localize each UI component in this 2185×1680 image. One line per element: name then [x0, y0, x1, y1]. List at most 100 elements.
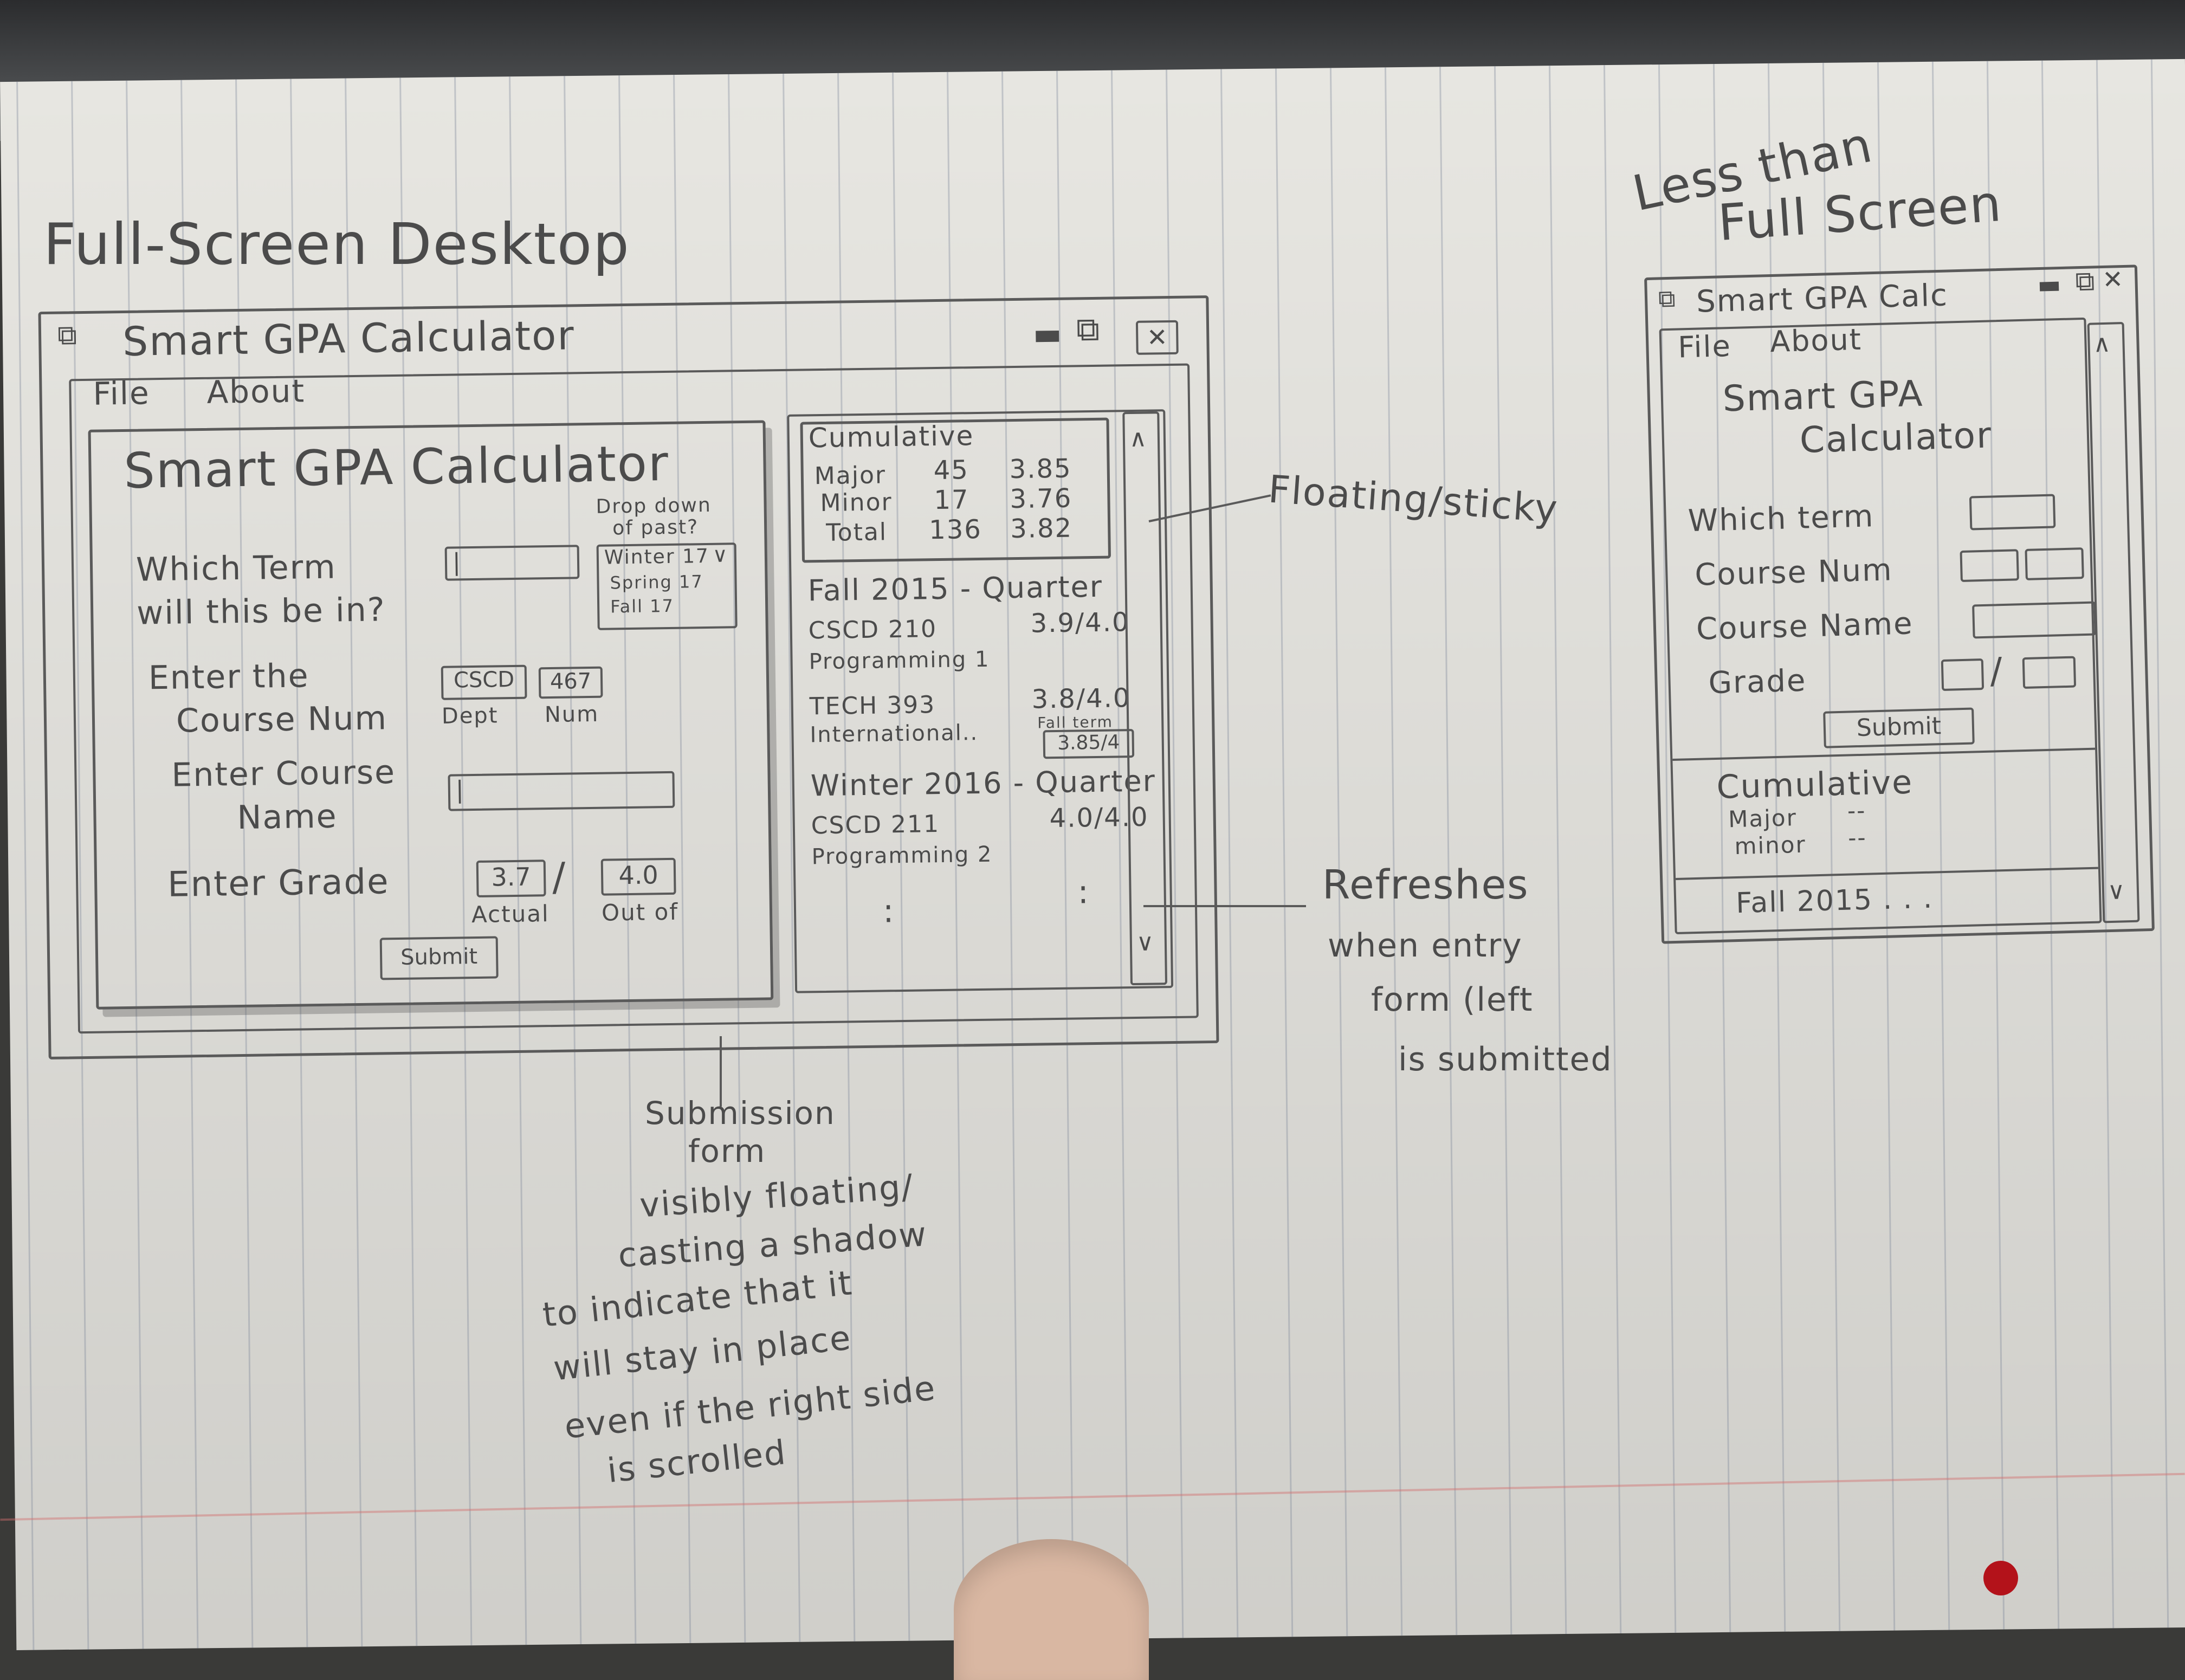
scroll-up-icon[interactable]: ∧ — [1129, 424, 1148, 453]
dropdown-option-1[interactable]: Spring 17 — [610, 571, 703, 593]
full-screen-heading: Full-Screen Desktop — [43, 211, 630, 277]
scrollbar[interactable]: ∧ ∨ — [1122, 411, 1168, 986]
course-name: International.. — [810, 720, 979, 748]
course-name-input[interactable]: | — [448, 771, 675, 811]
num-input[interactable]: 467 — [538, 666, 603, 699]
submission-annotation-2: form — [688, 1133, 766, 1169]
small-major-label: Major — [1728, 804, 1798, 833]
refresh-annotation-3: form (left — [1371, 981, 1534, 1019]
chevron-down-icon[interactable]: ∨ — [712, 542, 729, 567]
small-divider — [1676, 867, 2098, 880]
list-ellipsis: : — [1077, 873, 1090, 912]
small-term-input[interactable] — [1969, 494, 2056, 531]
cumulative-minor-gpa: 3.76 — [1010, 483, 1072, 515]
grade-outof-input[interactable]: 4.0 — [600, 857, 676, 896]
term-gpa-box: 3.85/4 — [1043, 728, 1135, 759]
dropdown-selected[interactable]: Winter 17 — [604, 545, 710, 569]
small-divider — [1672, 747, 2096, 761]
course-code: CSCD 210 — [808, 615, 938, 645]
form-heading: Smart GPA Calculator — [123, 435, 670, 500]
small-grade-label: Grade — [1708, 663, 1807, 701]
small-submit-button[interactable]: Submit — [1823, 707, 1975, 748]
menu-file[interactable]: File — [93, 374, 151, 412]
grade-actual-caption: Actual — [471, 900, 550, 928]
app-icon: ⧉ — [57, 319, 79, 351]
small-cumulative-title: Cumulative — [1716, 763, 1914, 806]
menu-about[interactable]: About — [206, 372, 306, 411]
small-coursenum-label: Course Num — [1694, 552, 1893, 593]
small-scroll-down-icon[interactable]: ∨ — [2107, 877, 2126, 906]
cumulative-major-label: Major — [814, 461, 887, 490]
minimize-icon[interactable]: ▬ — [1032, 316, 1063, 352]
finger — [954, 1539, 1149, 1680]
term-label-1: Which Term — [135, 548, 337, 589]
small-close-icon[interactable]: ✕ — [2102, 264, 2125, 294]
small-grade-outof-input[interactable] — [2022, 656, 2077, 689]
dropdown-option-2[interactable]: Fall 17 — [610, 595, 675, 617]
small-scroll-up-icon[interactable]: ∧ — [2092, 329, 2112, 358]
cumulative-minor-credits: 17 — [934, 484, 969, 516]
course-num-label-1: Enter the — [148, 657, 309, 697]
small-window: ⧉ Smart GPA Calc ▬ ⧉ ✕ File About Smart … — [1644, 264, 2155, 944]
cumulative-title: Cumulative — [808, 420, 974, 454]
course-code: TECH 393 — [809, 691, 936, 721]
cumulative-total-label: Total — [825, 518, 888, 547]
small-dept-input[interactable] — [1960, 549, 2019, 583]
list-ellipsis: : — [882, 892, 895, 931]
term-input[interactable]: | — [444, 545, 580, 581]
dropdown-note-2: of past? — [612, 516, 699, 540]
term-heading-fall-2015: Fall 2015 - Quarter — [807, 569, 1103, 608]
results-panel: Cumulative Major 45 3.85 Minor 17 3.76 T… — [787, 409, 1174, 993]
submission-form-panel: Smart GPA Calculator Which Term will thi… — [88, 420, 774, 1010]
dept-caption: Dept — [441, 703, 499, 729]
term-heading-winter-2016: Winter 2016 - Quarter — [810, 764, 1156, 803]
refresh-annotation-1: Refreshes — [1322, 862, 1529, 908]
small-coursename-input[interactable] — [1972, 601, 2097, 639]
course-num-label-2: Course Num — [176, 699, 388, 740]
course-name-label-1: Enter Course — [171, 753, 396, 794]
submission-annotation-1: Submission — [645, 1095, 836, 1132]
small-minimize-icon[interactable]: ▬ — [2037, 269, 2063, 300]
small-menu-about[interactable]: About — [1769, 322, 1863, 359]
dropdown-note-1: Drop down — [596, 494, 712, 518]
small-major-value: -- — [1847, 797, 1866, 824]
desktop-window: ⧉ Smart GPA Calculator ▬ ⧉ ✕ File About … — [38, 295, 1219, 1060]
cumulative-total-gpa: 3.82 — [1010, 513, 1073, 545]
scroll-down-icon[interactable]: ∨ — [1136, 928, 1155, 957]
close-icon[interactable]: ✕ — [1135, 320, 1179, 355]
cumulative-box: Cumulative Major 45 3.85 Minor 17 3.76 T… — [800, 417, 1111, 563]
cumulative-major-gpa: 3.85 — [1009, 453, 1072, 485]
small-coursename-label: Course Name — [1696, 606, 1914, 647]
course-name-label-2: Name — [237, 797, 338, 837]
small-grade-actual-input[interactable] — [1941, 658, 1984, 692]
small-menu-file[interactable]: File — [1677, 328, 1732, 365]
red-dot — [1983, 1561, 2018, 1595]
course-grade: 3.9/4.0 — [1030, 607, 1130, 639]
small-minor-label: minor — [1734, 831, 1807, 860]
grade-label: Enter Grade — [167, 862, 390, 905]
cumulative-total-credits: 136 — [928, 514, 982, 546]
grade-actual-input[interactable]: 3.7 — [476, 860, 546, 897]
dept-input[interactable]: CSCD — [441, 664, 527, 700]
small-maximize-icon[interactable]: ⧉ — [2074, 265, 2096, 298]
grade-separator: / — [552, 854, 567, 900]
small-term-label: Which term — [1688, 499, 1875, 539]
window-title: Smart GPA Calculator — [122, 312, 576, 365]
refresh-annotation-2: when entry — [1328, 927, 1523, 965]
small-app-icon: ⧉ — [1658, 285, 1677, 313]
small-window-title: Smart GPA Calc — [1696, 277, 1949, 320]
term-label-2: will this be in? — [136, 591, 386, 632]
term-dropdown[interactable]: Winter 17 ∨ Spring 17 Fall 17 — [596, 542, 738, 630]
course-code: CSCD 211 — [811, 810, 940, 840]
small-fall-heading: Fall 2015 . . . — [1735, 882, 1934, 920]
maximize-icon[interactable]: ⧉ — [1076, 310, 1101, 349]
grade-outof-caption: Out of — [601, 898, 679, 926]
small-grade-separator: / — [1989, 650, 2004, 692]
small-heading-1: Smart GPA — [1722, 372, 1924, 420]
submit-button[interactable]: Submit — [379, 936, 499, 980]
cumulative-minor-label: Minor — [820, 488, 893, 518]
course-name: Programming 2 — [811, 842, 993, 870]
small-num-input[interactable] — [2025, 547, 2084, 580]
cumulative-major-credits: 45 — [933, 455, 969, 486]
refresh-annotation-4: is submitted — [1398, 1041, 1613, 1078]
